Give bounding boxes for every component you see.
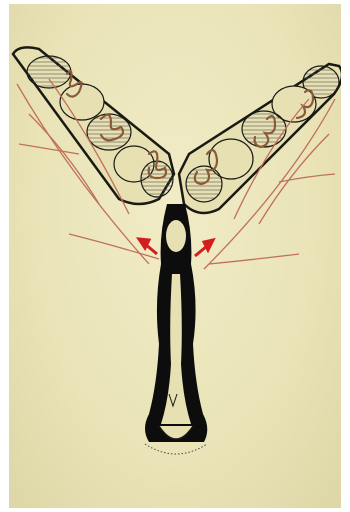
vessel-right-5 [209,254,299,264]
lobule-left-3 [87,114,131,150]
central-duct [145,204,207,454]
vessel-left-4 [19,144,79,154]
duct-bulb [166,220,186,252]
lobule-left-1 [27,56,71,88]
right-lobules [186,66,339,202]
left-red-arrow [139,239,157,254]
illustration-plate [9,4,341,508]
duct-base-fringe [145,444,207,454]
lobule-left-2 [60,84,104,120]
vessel-right-4 [279,174,335,182]
anatomy-diagram [9,4,341,508]
lobule-right-3 [242,111,286,147]
right-red-arrow [195,240,213,256]
